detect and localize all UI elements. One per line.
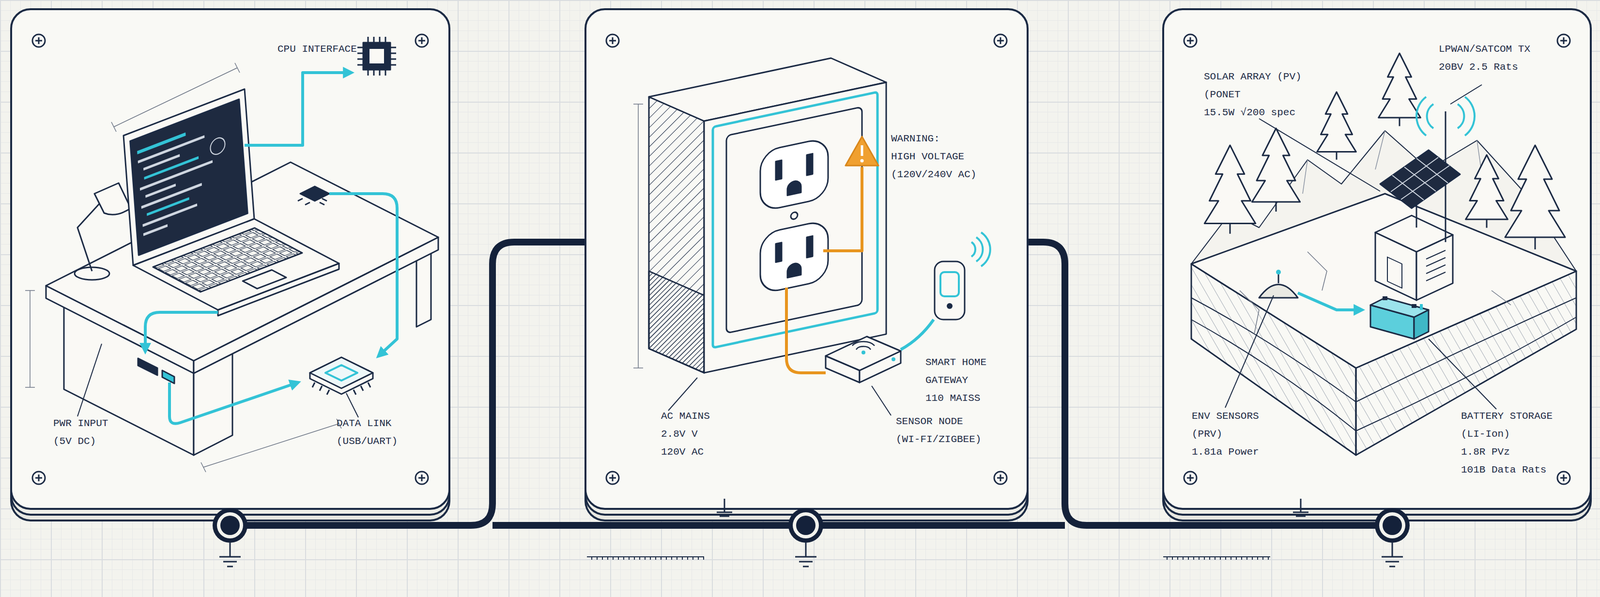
callout-label: SENSOR NODE (WI-FI/ZIGBEE) (895, 412, 985, 449)
bus-node (796, 515, 816, 536)
bus-node (788, 507, 824, 543)
callout-label: WARNING: (891, 129, 940, 148)
bus-node (216, 512, 244, 539)
callout-label: 20BV 2.5 Rats (1438, 58, 1519, 77)
bus-node (220, 515, 240, 536)
panel-box: SOLAR ARRAY (PV)(PONET15.5W √200 spec LPW… (1162, 8, 1592, 510)
ground-symbol (1381, 542, 1403, 567)
callout-label: LPWAN/SATCOM TX (1438, 40, 1531, 59)
callout-label: SMART HOME GATEWAY 110 MAISS (925, 353, 990, 408)
bus-node (212, 507, 1410, 543)
callout-label: BATTERY STORAGE (LI-Ion) (1461, 407, 1556, 444)
panel-box: CPU INTERFACE PWR INPUT (5V DC) DATA LINK … (10, 8, 451, 510)
callout-label: CPU INTERFACE (277, 40, 357, 59)
ruler-ticks (1163, 556, 1271, 563)
callout-label: PWR INPUT (5V DC) (53, 414, 115, 451)
callout-label: 15.5W √200 spec (1203, 103, 1296, 122)
callout-label: 1.81a Power (1191, 443, 1260, 462)
callout-label: HIGH VOLTAGE (120V/240V AC) (891, 147, 980, 184)
ruler-ticks (586, 556, 1271, 563)
callout-label: ENV SENSORS (PRV) (1191, 407, 1262, 444)
bus-node (1379, 512, 1406, 539)
callout-label: 101B Data Rats (1461, 461, 1547, 479)
ruler-ticks (1163, 556, 1271, 558)
ground-symbol (795, 542, 817, 567)
callout-label: DATA LINK (USB/UART) (336, 414, 404, 451)
bus-node (212, 507, 248, 543)
callout-label: SOLAR ARRAY (PV) (1203, 67, 1302, 86)
ruler-ticks (586, 556, 705, 558)
bus-node (1382, 515, 1402, 536)
bus-node (1374, 507, 1410, 543)
ruler-ticks (586, 556, 705, 563)
callout-label: 1.8R PVz (1461, 443, 1510, 462)
panel-box: WARNING:HIGH VOLTAGE (120V/240V AC) SMART… (584, 8, 1029, 510)
ground-symbol (219, 542, 241, 567)
bus-node (792, 512, 819, 539)
callout-label: (PONET (1203, 85, 1241, 104)
callout-label: AC MAINS 2.8V V 120V AC (661, 407, 713, 462)
bus-line (492, 522, 1065, 529)
